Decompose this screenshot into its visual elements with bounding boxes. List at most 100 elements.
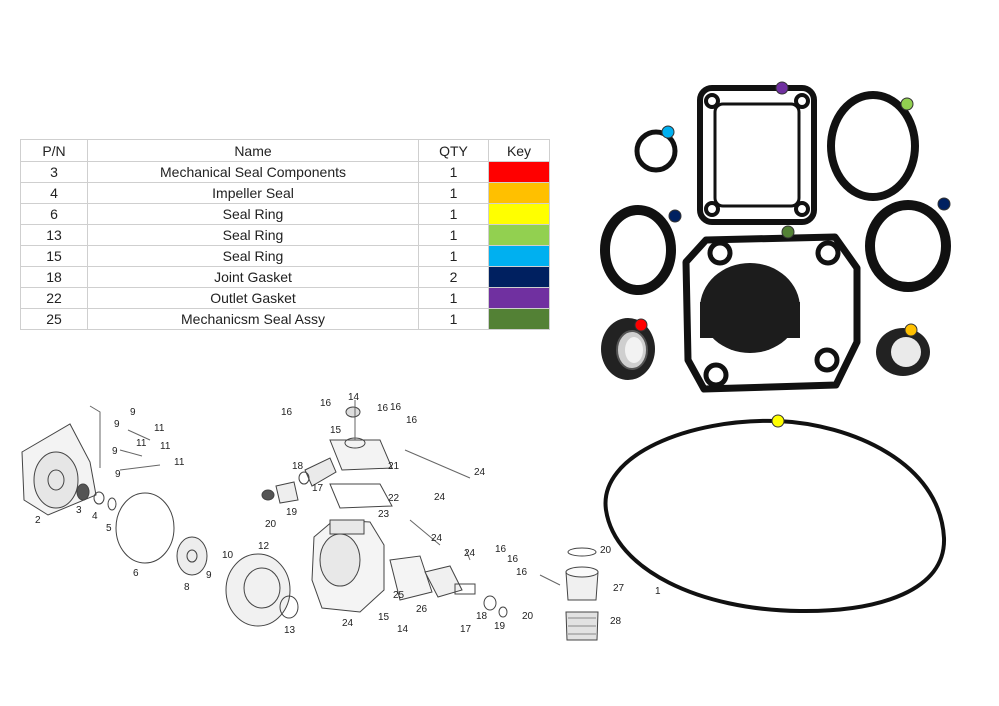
key-swatch [489,162,549,182]
callout-label: 26 [416,604,428,615]
key-swatch [489,246,549,266]
callout-label: 16 [281,407,293,418]
callout-label: 9 [112,446,118,457]
callout-label: 18 [292,461,304,472]
o-ring-6 [115,492,175,564]
callout-label: 16 [390,402,402,413]
callout-label: 16 [377,403,389,414]
key-swatch [489,288,549,308]
callout-label: 4 [92,511,98,522]
callout-label: 19 [286,507,298,518]
callout-label: 8 [184,582,190,593]
callout-label: 20 [600,545,612,556]
joint-gasket-18-left-photo [600,205,676,295]
callout-label: 6 [133,568,139,579]
callout-label: 25 [393,590,405,601]
callout-label: 21 [388,461,400,472]
callout-label: 16 [320,398,332,409]
callout-label: 13 [284,625,296,636]
color-key-dot [775,81,789,95]
callout-label: 24 [431,533,443,544]
callout-label: 2 [35,515,41,526]
callout-label: 17 [312,483,324,494]
cell-name: Mechanicsm Seal Assy [87,308,419,330]
leader-lines [89,400,561,586]
callout-label: 9 [206,570,212,581]
callout-label: 14 [348,392,360,403]
color-key-dot [904,323,918,337]
cell-key [488,287,550,309]
callout-label: 28 [610,616,622,627]
callout-label: 20 [265,519,277,530]
cell-name: Seal Ring [87,245,419,267]
color-key-dot [771,414,785,428]
mechanism-seal-assy-25-photo [682,233,861,393]
cell-key [488,203,550,225]
callout-label: 14 [397,624,409,635]
callout-label: 3 [76,505,82,516]
strainer-assembly-27-28 [565,547,599,641]
color-key-dots [634,81,951,428]
callout-label: 24 [474,467,486,478]
color-key-dot [634,318,648,332]
cover-plate-2 [21,423,97,516]
seal-stack-3-4-5 [76,483,117,511]
callout-label: 11 [174,457,185,468]
mechanical-seal-3-photo [601,318,655,380]
color-key-dot [900,97,914,111]
callout-label: 24 [342,618,354,629]
key-swatch [489,204,549,224]
cell-key [488,266,550,288]
callout-label: 16 [516,567,528,578]
impeller-seal-4-photo [876,328,930,376]
callout-label: 16 [406,415,418,426]
callout-label: 16 [495,544,507,555]
callout-label: 24 [464,548,476,559]
callout-label: 15 [378,612,390,623]
outlet-gasket-22-photo [697,85,817,225]
key-swatch [489,309,549,329]
volute-12 [225,553,291,627]
callout-label: 10 [222,550,234,561]
callout-label: 12 [258,541,270,552]
cell-key [488,308,550,330]
callout-label: 11 [160,441,171,452]
color-key-dot [781,225,795,239]
o-ring-15-photo [634,129,678,173]
callout-label: 27 [613,583,625,594]
cell-pn: 25 [20,308,88,330]
callout-label: 11 [154,423,165,434]
pump-body-23 [311,519,385,613]
callout-label: 5 [106,523,112,534]
impeller-8 [176,536,208,576]
cell-key [488,161,550,183]
seal-ring-13-photo [827,91,919,201]
callout-label: 9 [114,419,120,430]
key-swatch [489,225,549,245]
callout-label: 9 [115,469,121,480]
callout-label: 1 [655,586,661,597]
callout-label: 17 [460,624,472,635]
callout-label: 20 [522,611,534,622]
callout-label: 15 [330,425,342,436]
color-key-dot [668,209,682,223]
cell-pn: 13 [20,224,88,246]
rear-cover-17 [389,555,508,618]
callout-label: 16 [507,554,519,565]
seal-ring-6-photo [603,418,947,614]
key-swatch [489,183,549,203]
joint-gasket-18-right-photo [865,200,951,292]
callout-label: 19 [494,621,506,632]
outlet-elbow-21 [304,406,393,509]
o-ring-13 [279,595,299,619]
callout-label: 24 [434,492,446,503]
